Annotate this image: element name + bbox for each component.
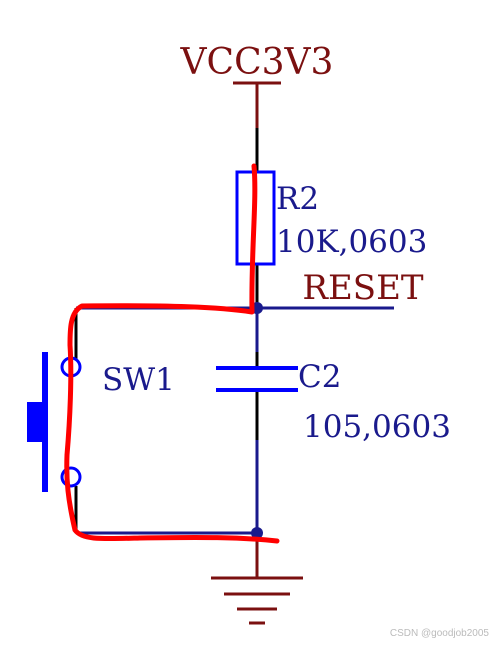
capacitor-c2: C2 105,0603 (216, 359, 451, 445)
vcc-label: VCC3V3 (180, 42, 334, 83)
ground-symbol (211, 576, 303, 625)
switch-sw1: SW1 (27, 308, 175, 533)
sw1-button-block (27, 402, 45, 442)
sw1-contact-bottom (60, 466, 82, 488)
vcc-power-symbol: VCC3V3 (180, 42, 334, 128)
sw1-ref-label: SW1 (102, 362, 175, 398)
csdn-watermark: CSDN @goodjob2005 (390, 628, 490, 639)
r2-value-label: 10K,0603 (276, 224, 427, 260)
red-annotation-loop (64, 163, 280, 544)
junction-dot-bottom (251, 527, 263, 539)
ground-net (76, 527, 303, 625)
c2-ref-label: C2 (298, 359, 341, 395)
resistor-r2: R2 10K,0603 (235, 170, 427, 266)
reset-net-label: RESET (302, 268, 424, 308)
r2-ref-label: R2 (276, 181, 319, 217)
c2-value-label: 105,0603 (303, 409, 451, 445)
